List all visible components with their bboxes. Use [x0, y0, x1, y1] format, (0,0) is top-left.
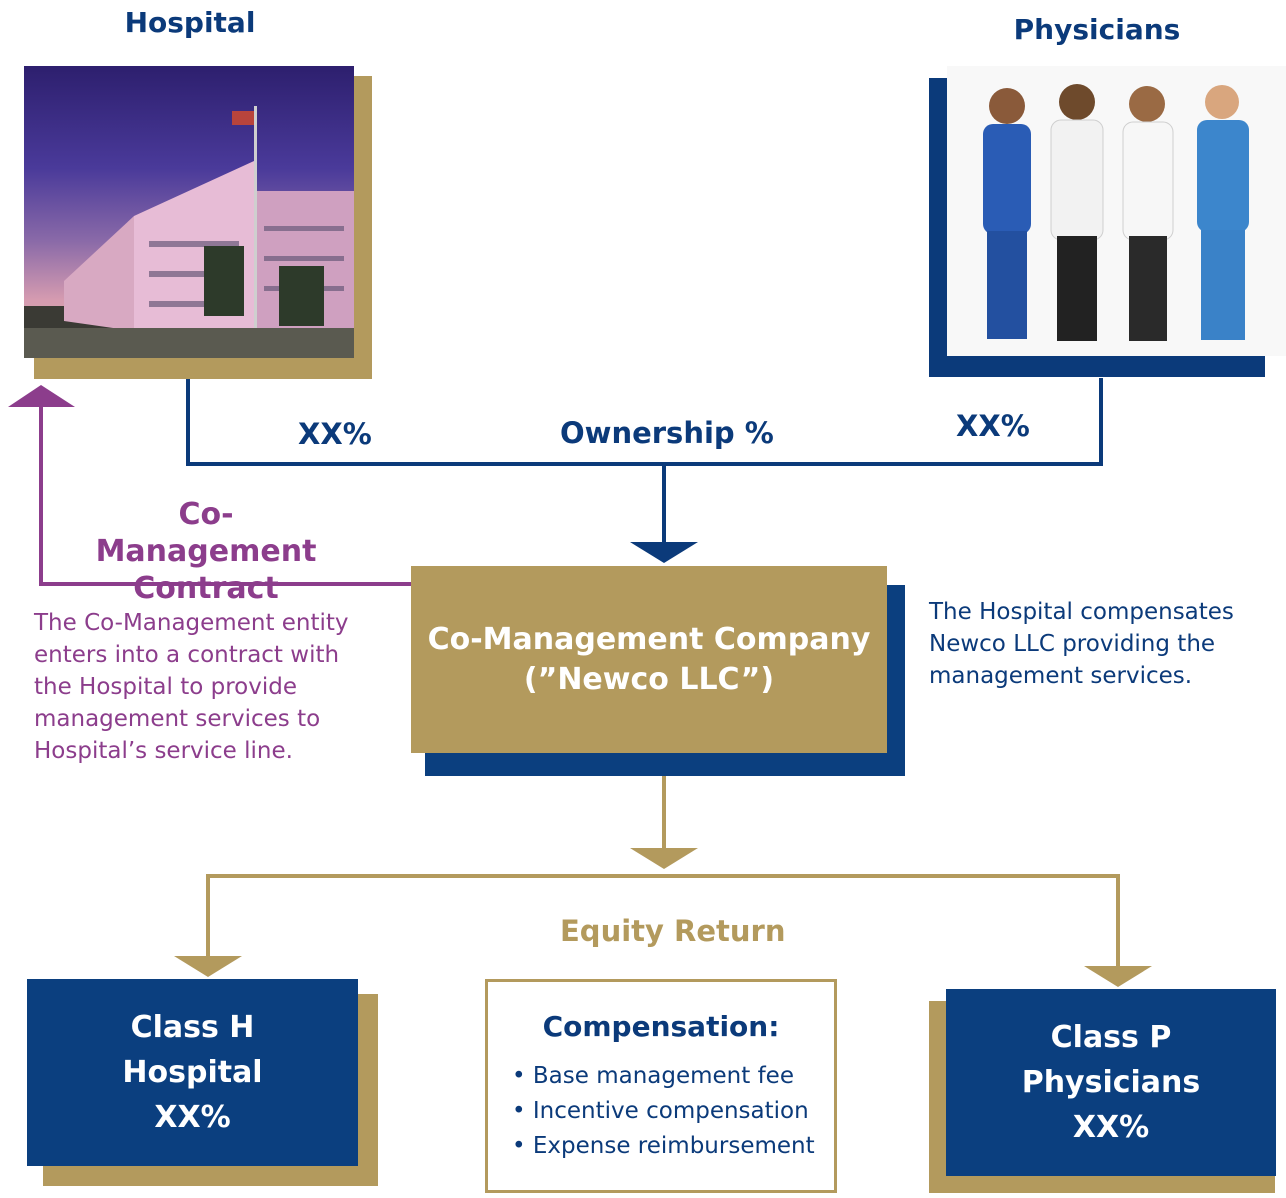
hospital-building-photo [24, 66, 354, 358]
ownership-arrowhead [630, 542, 698, 563]
class-h-box: Class H Hospital XX% [27, 979, 358, 1166]
bullet-icon: • [512, 1133, 533, 1159]
bullet-icon: • [512, 1098, 533, 1124]
contract-title: Co-Management Contract [70, 496, 342, 607]
class-p-box: Class P Physicians XX% [946, 989, 1276, 1176]
compensation-list: • Base management fee • Incentive compen… [512, 1059, 834, 1164]
class-p-line2: Physicians [1021, 1065, 1201, 1100]
contract-description-line: the Hospital to provide [34, 674, 297, 700]
contract-title-line1: Co-Management [95, 497, 317, 569]
newco-note-line: Newco LLC providing the [929, 631, 1216, 657]
class-h-arrowhead [174, 956, 242, 977]
ownership-label: Ownership % [560, 416, 774, 450]
contract-description-line: The Co-Management entity [34, 610, 349, 636]
contract-description-line: management services to [34, 706, 321, 732]
compensation-box: Compensation: • Base management fee • In… [485, 979, 837, 1193]
equity-connector [206, 874, 1120, 966]
equity-return-label: Equity Return [560, 914, 786, 948]
contract-arrowhead [8, 385, 75, 407]
hospital-title: Hospital [124, 6, 256, 39]
compensation-title: Compensation: [542, 1010, 780, 1043]
newco-box: Co-Management Company (”Newco LLC”) [411, 566, 887, 753]
class-p-line3: XX% [1072, 1110, 1150, 1145]
newco-note: The Hospital compensates Newco LLC provi… [929, 596, 1269, 692]
newco-note-line: management services. [929, 663, 1193, 689]
class-h-line3: XX% [154, 1100, 231, 1135]
hospital-ownership-pct: XX% [298, 417, 372, 451]
contract-description-line: Hospital’s service line. [34, 738, 293, 764]
physicians-group-photo [947, 66, 1286, 356]
ownership-connector [186, 378, 1103, 466]
newco-name: Co-Management Company [427, 621, 871, 657]
newco-alias: (”Newco LLC”) [523, 661, 775, 697]
contract-connector [39, 406, 412, 586]
contract-description: The Co-Management entity enters into a c… [34, 607, 394, 767]
physicians-ownership-pct: XX% [956, 409, 1030, 443]
class-h-line1: Class H [130, 1010, 255, 1045]
compensation-item: • Expense reimbursement [512, 1133, 815, 1159]
class-p-line1: Class P [1050, 1020, 1172, 1055]
contract-description-line: enters into a contract with [34, 642, 340, 668]
bullet-icon: • [512, 1063, 533, 1089]
equity-arrowhead [630, 848, 698, 869]
compensation-item: • Base management fee [512, 1063, 794, 1089]
contract-title-line2: Contract [133, 571, 279, 606]
compensation-item: • Incentive compensation [512, 1098, 809, 1124]
physicians-title: Physicians [1013, 13, 1181, 46]
class-p-arrowhead [1084, 966, 1152, 987]
class-h-line2: Hospital [122, 1055, 263, 1090]
newco-note-line: The Hospital compensates [929, 599, 1234, 625]
